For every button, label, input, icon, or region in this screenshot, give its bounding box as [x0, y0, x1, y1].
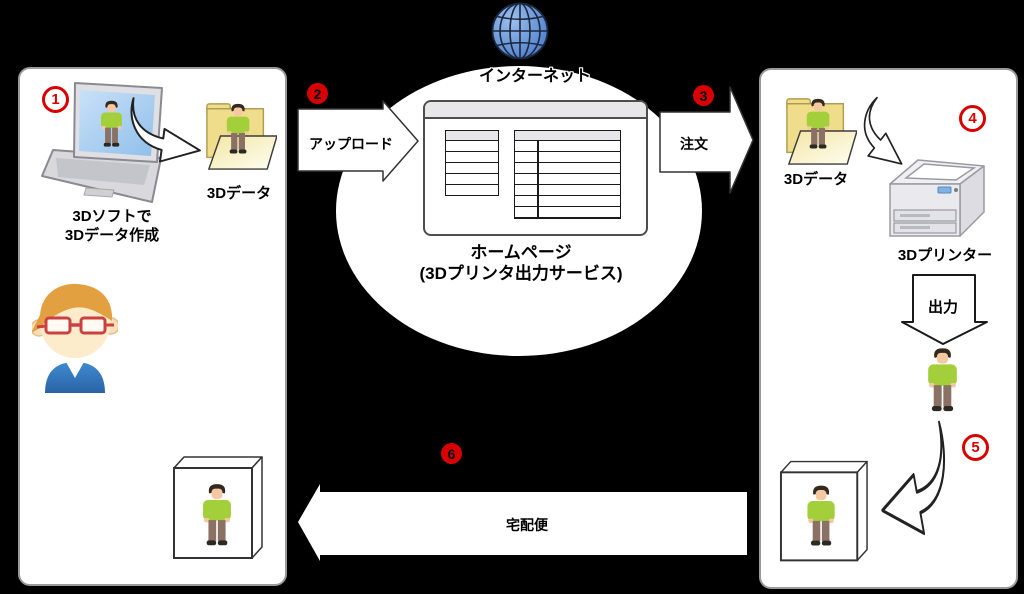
step-1-badge: 1 — [42, 86, 69, 113]
curved-arrow-to-box-icon — [881, 420, 946, 536]
internet-label: インターネット — [478, 68, 591, 85]
packed-box-icon-right — [779, 460, 868, 562]
curved-arrow-to-folder-icon — [130, 97, 201, 163]
delivery-arrow — [298, 484, 747, 561]
upload-arrow-label: アップロード — [309, 136, 393, 152]
step-5-badge: 5 — [962, 434, 989, 461]
step-3-badge: 3 — [693, 85, 714, 106]
order-arrow-label: 注文 — [680, 136, 708, 152]
left-folder-label: 3Dデータ — [206, 185, 272, 202]
browser-titlebar — [425, 102, 646, 119]
step-2-badge: 2 — [307, 83, 328, 104]
3d-data-folder-icon — [203, 99, 277, 171]
browser-table-left — [445, 130, 499, 196]
upload-arrow — [297, 100, 419, 182]
printer-label: 3Dプリンター — [897, 247, 993, 264]
output-arrow — [901, 274, 988, 345]
step-6-badge: 6 — [441, 443, 462, 464]
delivery-arrow-label: 宅配便 — [506, 517, 548, 533]
homepage-label-line1: ホームページ — [470, 243, 572, 262]
step-4-badge: 4 — [959, 105, 986, 132]
user-avatar — [32, 283, 118, 393]
right-folder-label: 3Dデータ — [783, 171, 849, 188]
create-caption-line1: 3Dソフトで — [72, 208, 152, 225]
homepage-label-line2: (3Dプリンタ出力サービス) — [419, 264, 623, 283]
3d-printer-icon — [889, 159, 985, 237]
globe-icon — [491, 2, 549, 60]
create-caption: 3Dソフトで 3Dデータ作成 — [32, 207, 192, 245]
printed-figure-icon — [928, 348, 957, 412]
create-caption-line2: 3Dデータ作成 — [64, 227, 160, 244]
3d-data-folder-icon-right — [783, 94, 857, 166]
packed-box-icon — [173, 456, 263, 559]
browser-table-right — [514, 130, 621, 219]
curved-arrow-to-printer-icon — [863, 96, 903, 165]
output-arrow-label: 出力 — [927, 299, 958, 316]
homepage-label: ホームページ (3Dプリンタ出力サービス) — [391, 242, 651, 284]
laptop-icon — [41, 82, 163, 203]
browser-window — [423, 100, 648, 236]
order-arrow — [659, 86, 754, 194]
